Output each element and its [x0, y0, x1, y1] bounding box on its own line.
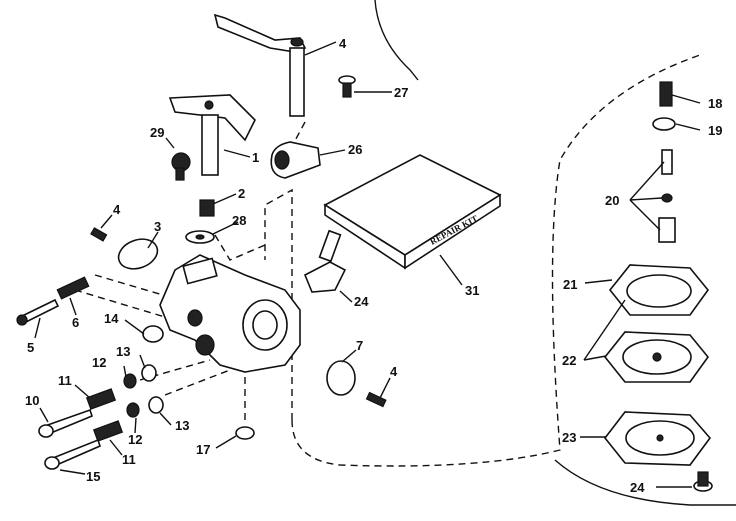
callout-11: 11 — [58, 373, 72, 388]
leader-lines — [34, 41, 701, 488]
callout-1: 1 — [252, 150, 259, 165]
callout-13: 13 — [116, 344, 130, 359]
washer-part — [126, 402, 140, 418]
callout-15: 14 — [104, 311, 119, 326]
diaphragm-part — [603, 331, 710, 383]
callout-22: 22 — [562, 353, 576, 368]
screw-part — [365, 391, 387, 408]
callout-21: 21 — [563, 277, 577, 292]
gasket-part — [608, 264, 710, 316]
callout-17: 17 — [196, 442, 210, 457]
callout-13: 13 — [175, 418, 189, 433]
fuel-fitting-part — [303, 229, 347, 293]
screw-part — [90, 227, 108, 242]
washer-part — [141, 364, 157, 382]
callout-28: 27 — [394, 85, 408, 100]
callout-labels: 4 27 1 29 26 2 28 4 3 5 6 14 13 12 11 10… — [25, 36, 722, 495]
carburetor-body — [159, 254, 301, 373]
needle-part — [38, 408, 93, 438]
spring-part — [199, 199, 215, 217]
washer-part — [123, 373, 137, 389]
screw-part — [338, 75, 356, 98]
kit-boundary — [74, 54, 701, 467]
washer-part — [185, 230, 215, 244]
callout-18: 18 — [708, 96, 722, 111]
callout-4: 4 — [390, 364, 398, 379]
disc-part — [326, 360, 356, 396]
callout-14: 15 — [86, 469, 100, 484]
screw-part — [171, 152, 191, 181]
screw-part — [693, 471, 713, 492]
throttle-shaft-part — [213, 13, 307, 117]
callout-3: 3 — [154, 219, 161, 234]
callout-11: 11 — [122, 452, 136, 467]
washer-part — [148, 396, 164, 414]
background-outline — [374, 0, 736, 506]
callout-10: 10 — [25, 393, 39, 408]
callout-4: 4 — [113, 202, 121, 217]
washer-part — [652, 117, 676, 131]
callout-24: 24 — [630, 480, 645, 495]
callout-19: 19 — [708, 123, 722, 138]
callout-23: 23 — [562, 430, 576, 445]
spring-part — [56, 276, 90, 300]
plug-part — [142, 325, 164, 343]
spring-part — [92, 420, 124, 442]
callout-5: 5 — [27, 340, 34, 355]
spring-part — [659, 81, 673, 107]
callout-12: 12 — [128, 432, 142, 447]
callout-26: 24 — [354, 294, 369, 309]
needle-part — [44, 438, 101, 470]
callout-6: 6 — [72, 315, 79, 330]
disc-part — [117, 238, 159, 270]
callout-27: 26 — [348, 142, 362, 157]
callout-20: 20 — [605, 193, 619, 208]
callout-7: 4 — [339, 36, 347, 51]
callout-30: 29 — [150, 125, 164, 140]
screw-part — [16, 298, 60, 326]
spring-part — [85, 388, 117, 410]
inlet-needle-part — [658, 149, 676, 243]
callout-2: 2 — [238, 186, 245, 201]
clip-part — [270, 141, 321, 179]
callout-31: 31 — [465, 283, 479, 298]
plug-part — [235, 426, 255, 440]
callout-29: 28 — [232, 213, 246, 228]
diaphragm-part — [603, 411, 712, 466]
choke-shaft-part — [168, 94, 256, 176]
callout-12: 12 — [92, 355, 106, 370]
callout-9: 7 — [356, 338, 363, 353]
repair-kit-box: REPAIR KIT — [323, 154, 502, 270]
